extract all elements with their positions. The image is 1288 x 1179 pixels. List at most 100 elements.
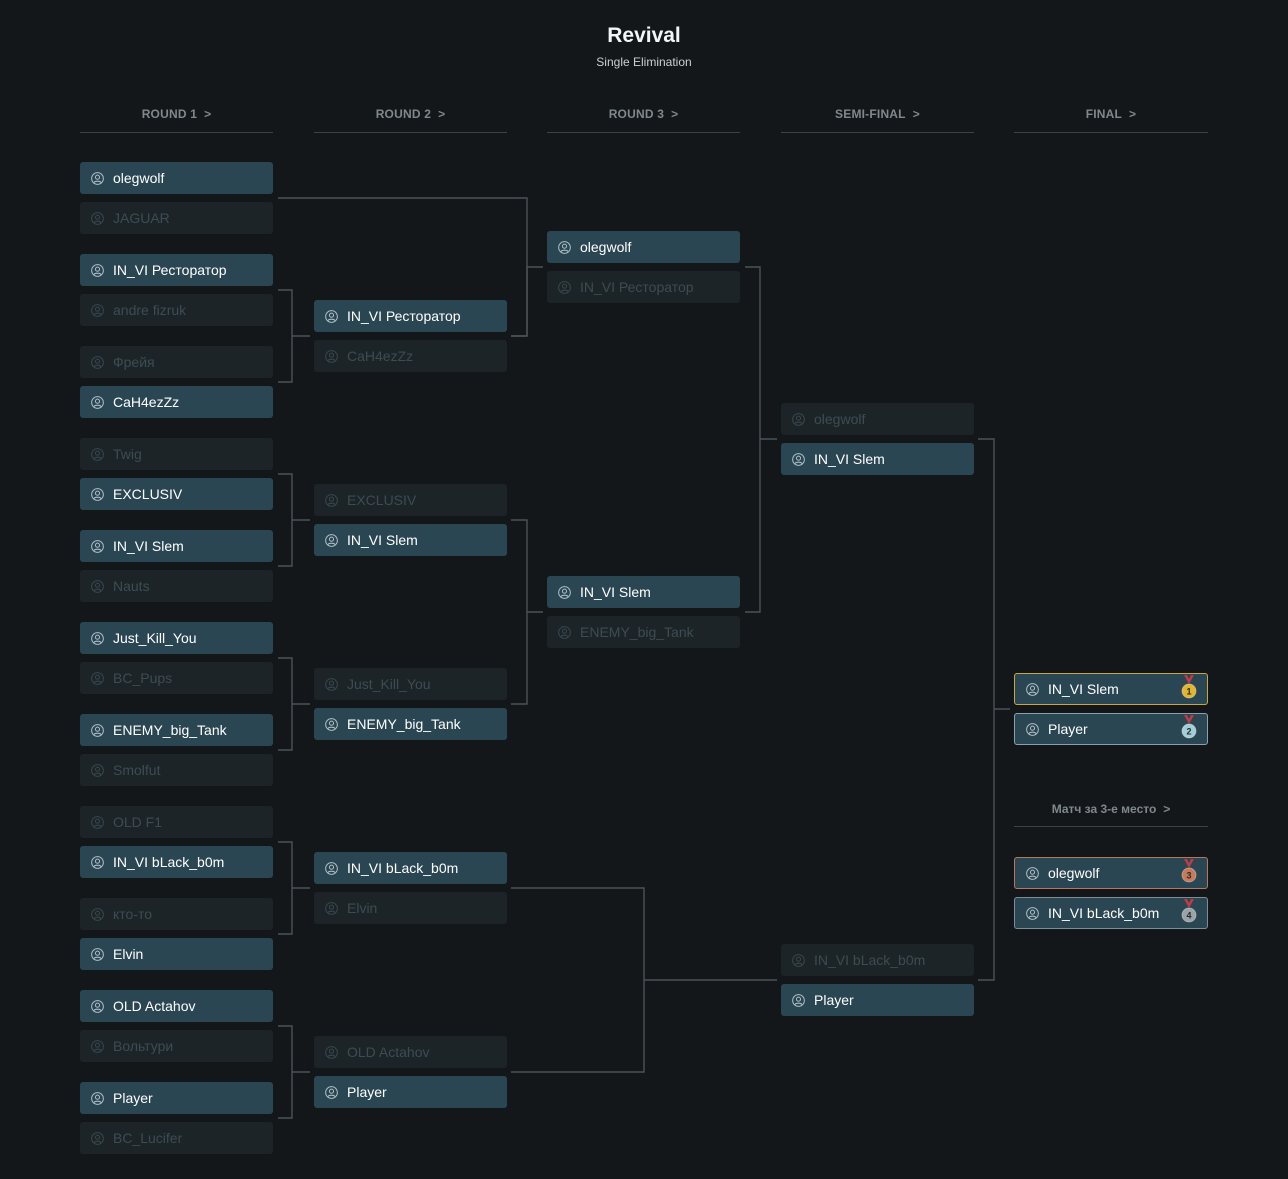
participant-name: Twig xyxy=(113,446,142,462)
participant-slot[interactable]: IN_VI Slem xyxy=(547,576,740,608)
participant-name: BC_Lucifer xyxy=(113,1130,183,1146)
participant-slot[interactable]: Twig xyxy=(80,438,273,470)
user-circle-icon xyxy=(792,993,805,1007)
participant-slot[interactable]: IN_VI bLack_b0m xyxy=(781,944,974,976)
participant-slot[interactable]: Player xyxy=(80,1082,273,1114)
participant-slot[interactable]: OLD Actahov xyxy=(314,1036,507,1068)
participant-name: OLD Actahov xyxy=(113,998,196,1014)
participant-slot[interactable]: Player 2 xyxy=(1014,713,1208,745)
participant-slot[interactable]: Just_Kill_You xyxy=(80,622,273,654)
user-circle-icon xyxy=(558,280,571,294)
round-label: ROUND 3 xyxy=(608,107,665,121)
participant-slot[interactable]: IN_VI Ресторатор xyxy=(547,271,740,303)
tournament-format: Single Elimination xyxy=(596,55,692,69)
round-header-semifinal[interactable]: SEMI-FINAL> xyxy=(781,96,974,133)
participant-name: CaH4ezZz xyxy=(347,348,414,364)
user-circle-icon xyxy=(792,452,805,466)
participant-name: Player xyxy=(113,1090,153,1106)
participant-slot[interactable]: andre fizruk xyxy=(80,294,273,326)
user-circle-icon xyxy=(91,947,104,961)
participant-slot[interactable]: olegwolf 3 xyxy=(1014,857,1208,889)
participant-slot[interactable]: IN_VI Slem 1 xyxy=(1014,673,1208,705)
user-circle-icon xyxy=(792,412,805,426)
participant-slot[interactable]: кто-то xyxy=(80,898,273,930)
participant-slot[interactable]: olegwolf xyxy=(547,231,740,263)
participant-name: IN_VI Slem xyxy=(1048,681,1119,697)
medal-icon: 2 xyxy=(1181,715,1197,743)
participant-name: olegwolf xyxy=(1048,865,1100,881)
third-place-header[interactable]: Матч за 3-е место> xyxy=(1014,792,1208,827)
participant-slot[interactable]: olegwolf xyxy=(80,162,273,194)
participant-name: ENEMY_big_Tank xyxy=(580,624,694,640)
user-circle-icon xyxy=(91,1039,104,1053)
user-circle-icon xyxy=(91,171,104,185)
participant-slot[interactable]: BC_Lucifer xyxy=(80,1122,273,1154)
participant-slot[interactable]: IN_VI Ресторатор xyxy=(314,300,507,332)
participant-slot[interactable]: Elvin xyxy=(314,892,507,924)
round-header-3[interactable]: ROUND 3 > xyxy=(547,96,740,133)
user-circle-icon xyxy=(91,487,104,501)
round-header-2[interactable]: ROUND 2> xyxy=(314,96,507,133)
participant-slot[interactable]: OLD Actahov xyxy=(80,990,273,1022)
participant-slot[interactable]: IN_VI Slem xyxy=(80,530,273,562)
participant-slot[interactable]: Smolfut xyxy=(80,754,273,786)
participant-slot[interactable]: ENEMY_big_Tank xyxy=(547,616,740,648)
participant-slot[interactable]: Фрейя xyxy=(80,346,273,378)
participant-name: ENEMY_big_Tank xyxy=(347,716,461,732)
participant-slot[interactable]: CaH4ezZz xyxy=(314,340,507,372)
participant-slot[interactable]: ENEMY_big_Tank xyxy=(80,714,273,746)
participant-name: IN_VI Ресторатор xyxy=(580,279,694,295)
participant-slot[interactable]: EXCLUSIV xyxy=(80,478,273,510)
participant-name: кто-то xyxy=(113,906,153,922)
round-label: ROUND 1 xyxy=(141,107,198,121)
user-circle-icon xyxy=(91,671,104,685)
user-circle-icon xyxy=(1026,682,1039,696)
user-circle-icon xyxy=(91,855,104,869)
user-circle-icon xyxy=(792,953,805,967)
chevron-right-icon: > xyxy=(671,107,679,121)
participant-slot[interactable]: IN_VI Ресторатор xyxy=(80,254,273,286)
participant-name: EXCLUSIV xyxy=(113,486,183,502)
user-circle-icon xyxy=(91,211,104,225)
participant-slot[interactable]: ENEMY_big_Tank xyxy=(314,708,507,740)
participant-slot[interactable]: Elvin xyxy=(80,938,273,970)
participant-slot[interactable]: Player xyxy=(314,1076,507,1108)
participant-slot[interactable]: OLD F1 xyxy=(80,806,273,838)
participant-name: OLD Actahov xyxy=(347,1044,430,1060)
chevron-right-icon: > xyxy=(1129,107,1137,121)
round-header-final[interactable]: FINAL > xyxy=(1014,96,1208,133)
user-circle-icon xyxy=(91,1091,104,1105)
third-place-label: Матч за 3-е место xyxy=(1051,802,1157,816)
participant-name: Player xyxy=(1048,721,1088,737)
participant-slot[interactable]: Player xyxy=(781,984,974,1016)
participant-slot[interactable]: CaH4ezZz xyxy=(80,386,273,418)
participant-slot[interactable]: Nauts xyxy=(80,570,273,602)
participant-slot[interactable]: IN_VI bLack_b0m xyxy=(314,852,507,884)
participant-name: IN_VI Slem xyxy=(580,584,651,600)
participant-slot[interactable]: Just_Kill_You xyxy=(314,668,507,700)
connector xyxy=(278,1025,310,1119)
participant-name: IN_VI Slem xyxy=(814,451,885,467)
participant-name: IN_VI Ресторатор xyxy=(347,308,461,324)
participant-slot[interactable]: BC_Pups xyxy=(80,662,273,694)
participant-slot[interactable]: IN_VI Slem xyxy=(781,443,974,475)
user-circle-icon xyxy=(558,625,571,639)
participant-slot[interactable]: JAGUAR xyxy=(80,202,273,234)
user-circle-icon xyxy=(1026,866,1039,880)
participant-slot[interactable]: olegwolf xyxy=(781,403,974,435)
medal-icon: 1 xyxy=(1181,675,1197,703)
round-label: FINAL xyxy=(1085,107,1123,121)
round-header-1[interactable]: ROUND 1> xyxy=(80,96,273,133)
participant-slot[interactable]: IN_VI Slem xyxy=(314,524,507,556)
participant-slot[interactable]: EXCLUSIV xyxy=(314,484,507,516)
svg-text:4: 4 xyxy=(1186,911,1191,921)
connector xyxy=(511,266,543,337)
participant-slot[interactable]: Вольтури xyxy=(80,1030,273,1062)
participant-slot[interactable]: IN_VI bLack_b0m xyxy=(80,846,273,878)
medal-icon: 3 xyxy=(1181,859,1197,887)
connector xyxy=(278,289,310,383)
participant-name: EXCLUSIV xyxy=(347,492,417,508)
connector xyxy=(278,473,310,567)
